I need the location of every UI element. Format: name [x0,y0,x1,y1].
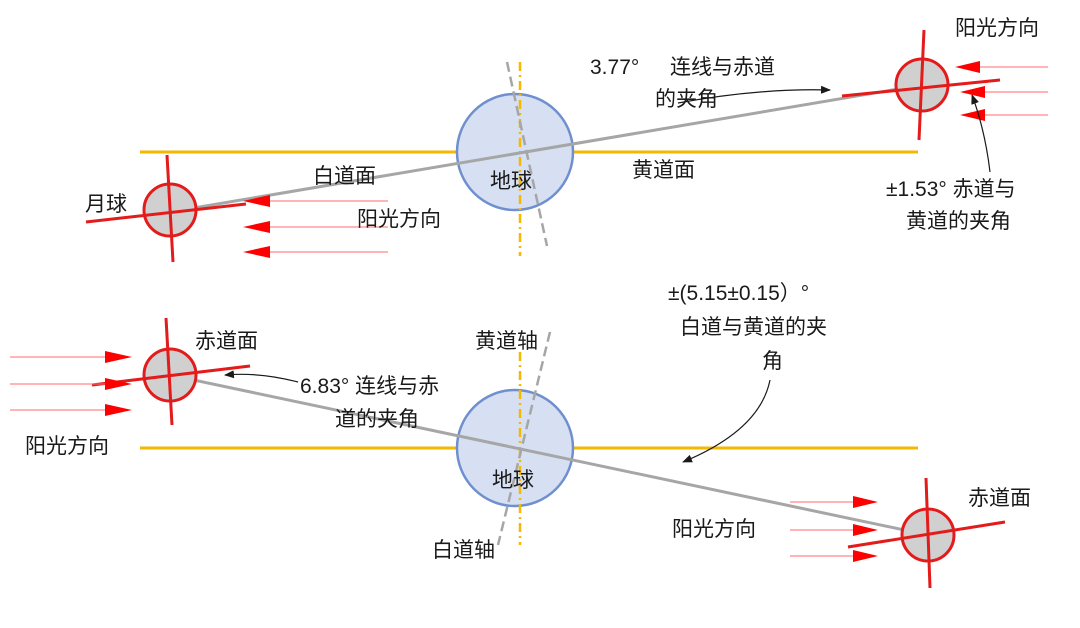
bottom-angle-line-2: 道的夹角 [335,407,419,431]
top-white-plane-label: 白道面 [313,164,376,188]
bottom-incl-line-2: 白道与黄道的夹 [680,315,827,339]
top-tilt-line-1: ±1.53° 赤道与 [886,178,1016,201]
top-angle-desc-1: 连线与赤道 [670,55,775,79]
bottom-angle-pointer [224,370,299,383]
top-panel: 阳光方向 3.77° 连线与赤道 的夹角 月球 白道面 地球 黄道面 阳光方向 … [85,16,1048,263]
bottom-left-sunlight-arrows [10,351,132,416]
top-left-moon [85,154,247,263]
bottom-ecliptic-axis-label: 黄道轴 [475,329,538,353]
top-angle-value: 3.77° [590,56,639,79]
bottom-right-moon [847,477,1006,589]
bottom-panel: ±(5.15±0.15）° 白道与黄道的夹 角 赤道面 黄道轴 6.83° 连线… [10,282,1031,589]
top-right-sunlight-arrows [955,61,1048,121]
top-ecliptic-plane-label: 黄道面 [632,158,695,182]
top-right-moon [841,29,1001,141]
bottom-angle-line-1: 6.83° 连线与赤 [300,375,439,398]
bottom-incl-pointer [682,379,771,463]
top-angle-pointer [677,85,831,104]
top-white-axis [505,61,549,247]
bottom-equator-plane-left: 赤道面 [195,329,258,353]
bottom-right-sunlight-arrows [790,496,878,562]
bottom-incl-line-3: 角 [762,349,783,373]
bottom-white-axis-label: 白道轴 [432,538,495,562]
top-sun-direction-left: 阳光方向 [357,207,441,231]
top-earth-label: 地球 [490,169,532,193]
top-left-sunlight-arrows [243,195,388,258]
bottom-incl-line-1: ±(5.15±0.15）° [668,282,809,305]
bottom-earth-label: 地球 [492,468,534,492]
bottom-connect-line [169,373,929,537]
bottom-equator-plane-right: 赤道面 [968,486,1031,510]
top-connect-line [169,83,923,214]
bottom-white-axis [496,331,552,546]
bottom-sun-direction-right: 阳光方向 [672,517,756,541]
top-tilt-pointer [971,94,991,173]
top-sun-direction-right: 阳光方向 [955,16,1039,40]
bottom-sun-direction-left: 阳光方向 [25,434,109,458]
top-angle-desc-2: 的夹角 [655,87,718,111]
top-moon-label: 月球 [85,192,127,216]
top-tilt-line-2: 黄道的夹角 [906,209,1011,233]
